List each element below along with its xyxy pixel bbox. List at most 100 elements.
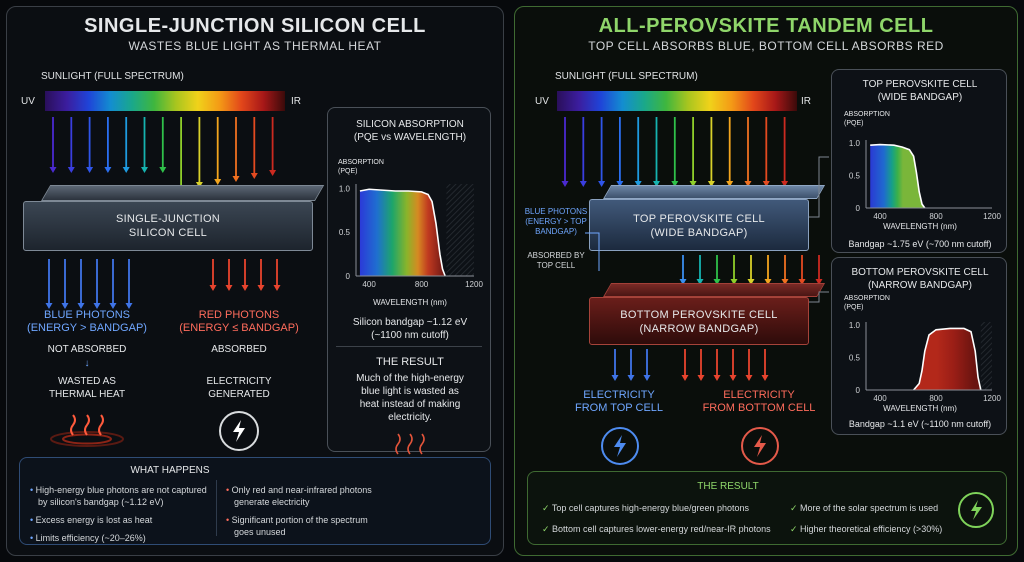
left-blue-out-arrow-4-head — [93, 303, 101, 309]
bottom-cell-absorption-card: BOTTOM PEROVSKITE CELL (NARROW BANDGAP) … — [831, 257, 1007, 435]
electricity-generated-label: ELECTRICITY GENERATED — [179, 375, 299, 401]
what-left-1: High-energy blue photons are not capture… — [35, 485, 207, 495]
x-tick-label: 400 — [362, 280, 376, 289]
right-uv-label: UV — [535, 96, 549, 107]
bottom-chart-title-1: BOTTOM PEROVSKITE CELL — [851, 267, 989, 278]
bottom-chart-xlabel: WAVELENGTH (nm) — [883, 404, 957, 413]
unabsorbed-region — [446, 184, 474, 276]
silicon-chart-ylabel: ABSORPTION (PQE) — [338, 158, 384, 176]
heat-waves-icon — [50, 414, 124, 447]
right-in-arrow-11-head — [744, 181, 752, 187]
blue-note-1: BLUE PHOTONS — [524, 207, 588, 216]
top-perovskite-cell: TOP PEROVSKITE CELL (WIDE BANDGAP) — [589, 199, 809, 251]
left-in-arrow-13-head — [269, 170, 277, 176]
silicon-cell-top-face — [41, 185, 325, 201]
what-happens-divider — [216, 480, 217, 536]
left-ir-label: IR — [291, 96, 301, 107]
what-happens-title: WHAT HAPPENS — [130, 465, 210, 476]
bottom-elec-arrow-5-head — [745, 375, 753, 381]
elec-top-1: ELECTRICITY — [583, 389, 655, 401]
x-tick-label: 1200 — [983, 212, 1001, 221]
top-cell-label-2: (WIDE BANDGAP) — [650, 227, 748, 239]
silicon-ylabel-2: (PQE) — [338, 168, 358, 175]
right-in-arrow-8-head — [689, 181, 697, 187]
bottom-chart-title: BOTTOM PEROVSKITE CELL (NARROW BANDGAP) — [832, 266, 1008, 292]
top-electricity-bolt-icon — [601, 427, 639, 465]
right-in-arrow-3-head — [598, 181, 606, 187]
absorbed-note-1: ABSORBED BY — [527, 251, 585, 260]
red-photons-label: RED PHOTONS (ENERGY ≤ BANDGAP) — [179, 309, 299, 335]
silicon-chart-title-2: (PQE vs WAVELENGTH) — [353, 132, 467, 143]
mid-arrow-2-head — [696, 279, 704, 285]
right-in-arrow-2-head — [579, 181, 587, 187]
left-red-out-arrow-5-head — [273, 285, 281, 291]
left-spectrum-bar — [45, 91, 285, 111]
right-in-arrow-4-head — [616, 181, 624, 187]
silicon-bandgap-note: Silicon bandgap ~1.12 eV (~1100 nm cutof… — [328, 316, 492, 342]
left-in-arrow-6-head — [141, 167, 148, 173]
result-item-3: More of the solar spectrum is used — [800, 503, 939, 513]
wasted-heat-line-2: THERMAL HEAT — [48, 389, 126, 400]
elec-bottom-2: FROM BOTTOM CELL — [702, 402, 816, 414]
silicon-bandgap-1: Silicon bandgap ~1.12 eV — [352, 317, 468, 328]
absorbed-by-top-note: ABSORBED BY TOP CELL — [521, 251, 591, 271]
left-incoming-photon-arrows — [49, 117, 277, 191]
top-chart-title: TOP PEROVSKITE CELL (WIDE BANDGAP) — [832, 78, 1008, 104]
blue-photons-note: BLUE PHOTONS (ENERGY > TOP BANDGAP) — [521, 207, 591, 237]
left-red-out-arrow-4-head — [257, 285, 265, 291]
mid-arrow-7-head — [781, 279, 789, 285]
electricity-output-arrows — [611, 349, 769, 381]
what-right-list: • Only red and near-infrared photons gen… — [226, 485, 372, 537]
bottom-cell-top-face — [603, 283, 826, 297]
left-red-out-arrow-2-head — [225, 285, 233, 291]
bottom-ylabel-2: (PQE) — [844, 304, 864, 311]
left-in-arrow-4-head — [104, 167, 112, 173]
right-in-arrow-12-head — [762, 181, 770, 187]
electricity-bottom-label: ELECTRICITY FROM BOTTOM CELL — [699, 389, 819, 415]
absorption-curve — [912, 327, 982, 391]
left-in-arrow-10-head — [214, 179, 222, 185]
wasted-heat-line-1: WASTED AS — [58, 376, 116, 387]
y-tick-label: 0 — [856, 386, 861, 395]
silicon-cell-label-1: SINGLE-JUNCTION — [115, 213, 221, 225]
right-incoming-photon-arrows — [561, 117, 789, 187]
not-absorbed-label: NOT ABSORBED — [47, 344, 127, 355]
bottom-electricity-bolt-icon — [741, 427, 779, 465]
mid-arrow-9-head — [815, 279, 823, 285]
left-in-arrow-11-head — [232, 176, 240, 182]
blue-photons-label: BLUE PHOTONS (ENERGY > BANDGAP) — [27, 309, 147, 335]
what-right-3: Significant portion of the spectrum — [231, 515, 368, 525]
right-subtitle: TOP CELL ABSORBS BLUE, BOTTOM CELL ABSOR… — [588, 39, 944, 53]
mid-arrow-3-head — [713, 279, 721, 285]
y-tick-label: 0.5 — [849, 172, 861, 181]
red-photons-title: RED PHOTONS — [198, 309, 280, 321]
electricity-top-label: ELECTRICITY FROM TOP CELL — [559, 389, 679, 415]
blue-photons-energy: (ENERGY > BANDGAP) — [27, 322, 147, 334]
right-title: ALL-PEROVSKITE TANDEM CELL — [598, 15, 934, 37]
silicon-ylabel-1: ABSORPTION — [338, 159, 384, 166]
left-outgoing-photon-arrows — [45, 259, 281, 309]
top-chart-bandgap: Bandgap ~1.75 eV (~700 nm cutoff) — [848, 239, 992, 249]
bottom-perovskite-cell: BOTTOM PEROVSKITE CELL (NARROW BANDGAP) — [589, 297, 809, 345]
x-tick-label: 800 — [929, 212, 943, 221]
absorption-curve — [870, 143, 926, 209]
left-result-line-4: electricity. — [388, 412, 432, 423]
right-result-list-left: ✓ Top cell captures high-energy blue/gre… — [542, 503, 771, 534]
x-tick-label: 400 — [873, 212, 887, 221]
top-chart-title-2: (WIDE BANDGAP) — [877, 92, 963, 103]
absorption-area — [359, 189, 446, 276]
bottom-elec-arrow-2-head — [697, 375, 705, 381]
y-tick-label: 1.0 — [339, 184, 351, 193]
right-result-card: THE RESULT ✓ Top cell captures high-ener… — [527, 471, 1007, 545]
left-in-arrow-1-head — [49, 167, 57, 173]
x-tick-label: 800 — [929, 394, 943, 403]
blue-note-connector — [585, 232, 600, 271]
mid-arrow-4-head — [730, 279, 738, 285]
silicon-chart-xlabel: WAVELENGTH (nm) — [373, 298, 447, 307]
what-right-2: generate electricity — [234, 497, 310, 507]
x-tick-label: 1200 — [465, 280, 483, 289]
what-right-4: goes unused — [234, 527, 286, 537]
